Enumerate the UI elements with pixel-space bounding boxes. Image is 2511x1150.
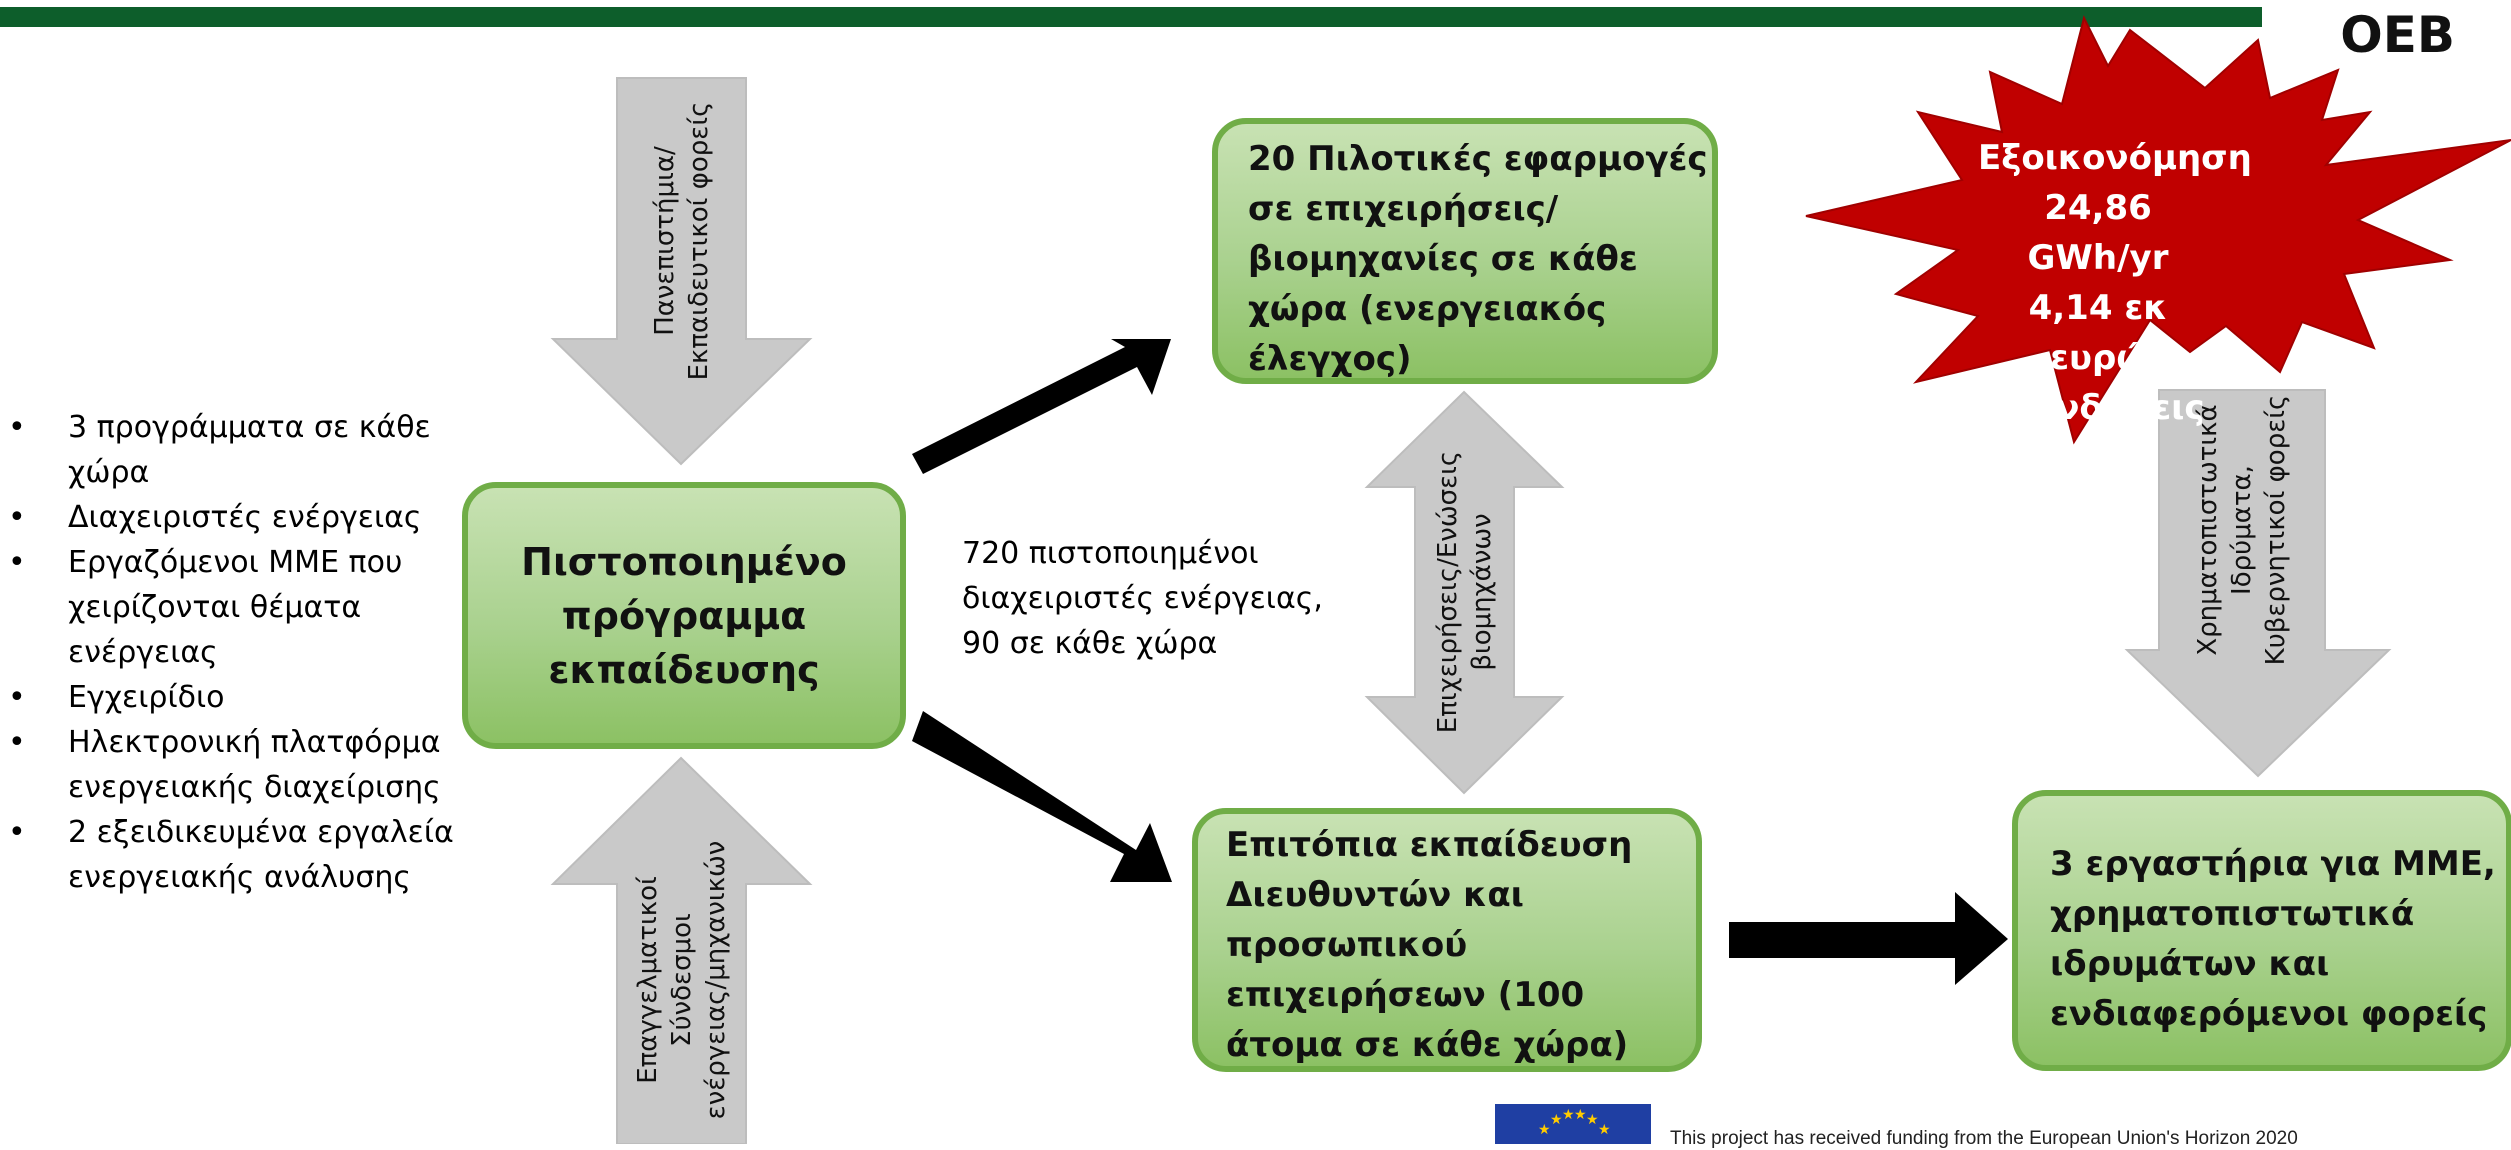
onsite-training-text: Επιτόπια εκπαίδευση Διευθυντών και προσω… (1226, 825, 1633, 1065)
bullet-item: Εργαζόμενοι ΜΜΕ που χειρίζονται θέματα ε… (8, 540, 478, 675)
eu-flag-logo: ★★★ ★★★ (1495, 1104, 1651, 1144)
universities-label: Πανεπιστήμια/ Εκπαιδευτικοί φορείς (650, 101, 714, 381)
bullet-item: Διαχειριστές ενέργειας (8, 495, 478, 540)
svg-text:★: ★ (1586, 1112, 1599, 1128)
savings-starburst (1805, 15, 2511, 445)
workshops-text: 3 εργαστήρια για ΜΜΕ, χρηματοπιστωτικά ι… (2050, 844, 2496, 1034)
svg-text:★: ★ (1562, 1107, 1575, 1123)
arrow-to-pilot (912, 339, 1171, 474)
professional-associations-arrow (550, 756, 813, 1144)
workshops-box: 3 εργαστήρια για ΜΜΕ, χρηματοπιστωτικά ι… (2012, 790, 2511, 1071)
financial-institutions-arrow (2124, 389, 2392, 778)
svg-text:★: ★ (1538, 1122, 1551, 1138)
enterprises-double-arrow (1364, 390, 1565, 795)
svg-text:★: ★ (1598, 1122, 1611, 1138)
bullet-item: Εγχειρίδιο (8, 675, 478, 720)
logo-text: OEB (2340, 6, 2455, 64)
svg-text:★: ★ (1574, 1107, 1587, 1123)
arrow-to-onsite (912, 711, 1172, 882)
bullet-item: Ηλεκτρονική πλατφόρμα ενεργειακής διαχεί… (8, 720, 478, 810)
pilot-applications-box: 20 Πιλοτικές εφαρμογές σε επιχειρήσεις/ … (1212, 118, 1718, 384)
professional-associations-label: Επαγγελματικοί Σύνδεσμοι ενέργειας/μηχαν… (633, 840, 731, 1120)
svg-text:★: ★ (1550, 1112, 1563, 1128)
enterprises-label: Επιχειρήσεις/Ενώσεις βιομηχάνων (1433, 450, 1497, 734)
onsite-training-box: Επιτόπια εκπαίδευση Διευθυντών και προσω… (1192, 808, 1702, 1072)
training-program-box: Πιστοποιημένο πρόγραμμα εκπαίδευσης (462, 482, 906, 749)
savings-text: Εξοικονόμηση 24,86 GWh/yr 4,14 εκ ευρώ ε… (1978, 138, 2252, 428)
arrow-to-workshops (1729, 892, 2008, 985)
bullet-item: 3 προγράμματα σε κάθε χώρα (8, 405, 478, 495)
funding-statement: This project has received funding from t… (1670, 1128, 2298, 1149)
certified-managers-note: 720 πιστοποιημένοι διαχειριστές ενέργεια… (962, 536, 1323, 661)
universities-arrow (550, 77, 813, 466)
header-bar (0, 7, 2262, 27)
pilot-applications-text: 20 Πιλοτικές εφαρμογές σε επιχειρήσεις/ … (1248, 139, 1708, 379)
training-program-text: Πιστοποιημένο πρόγραμμα εκπαίδευσης (521, 539, 847, 692)
bullet-list: 3 προγράμματα σε κάθε χώρα Διαχειριστές … (8, 405, 478, 900)
bullet-item: 2 εξειδικευμένα εργαλεία ενεργειακής ανά… (8, 810, 478, 900)
